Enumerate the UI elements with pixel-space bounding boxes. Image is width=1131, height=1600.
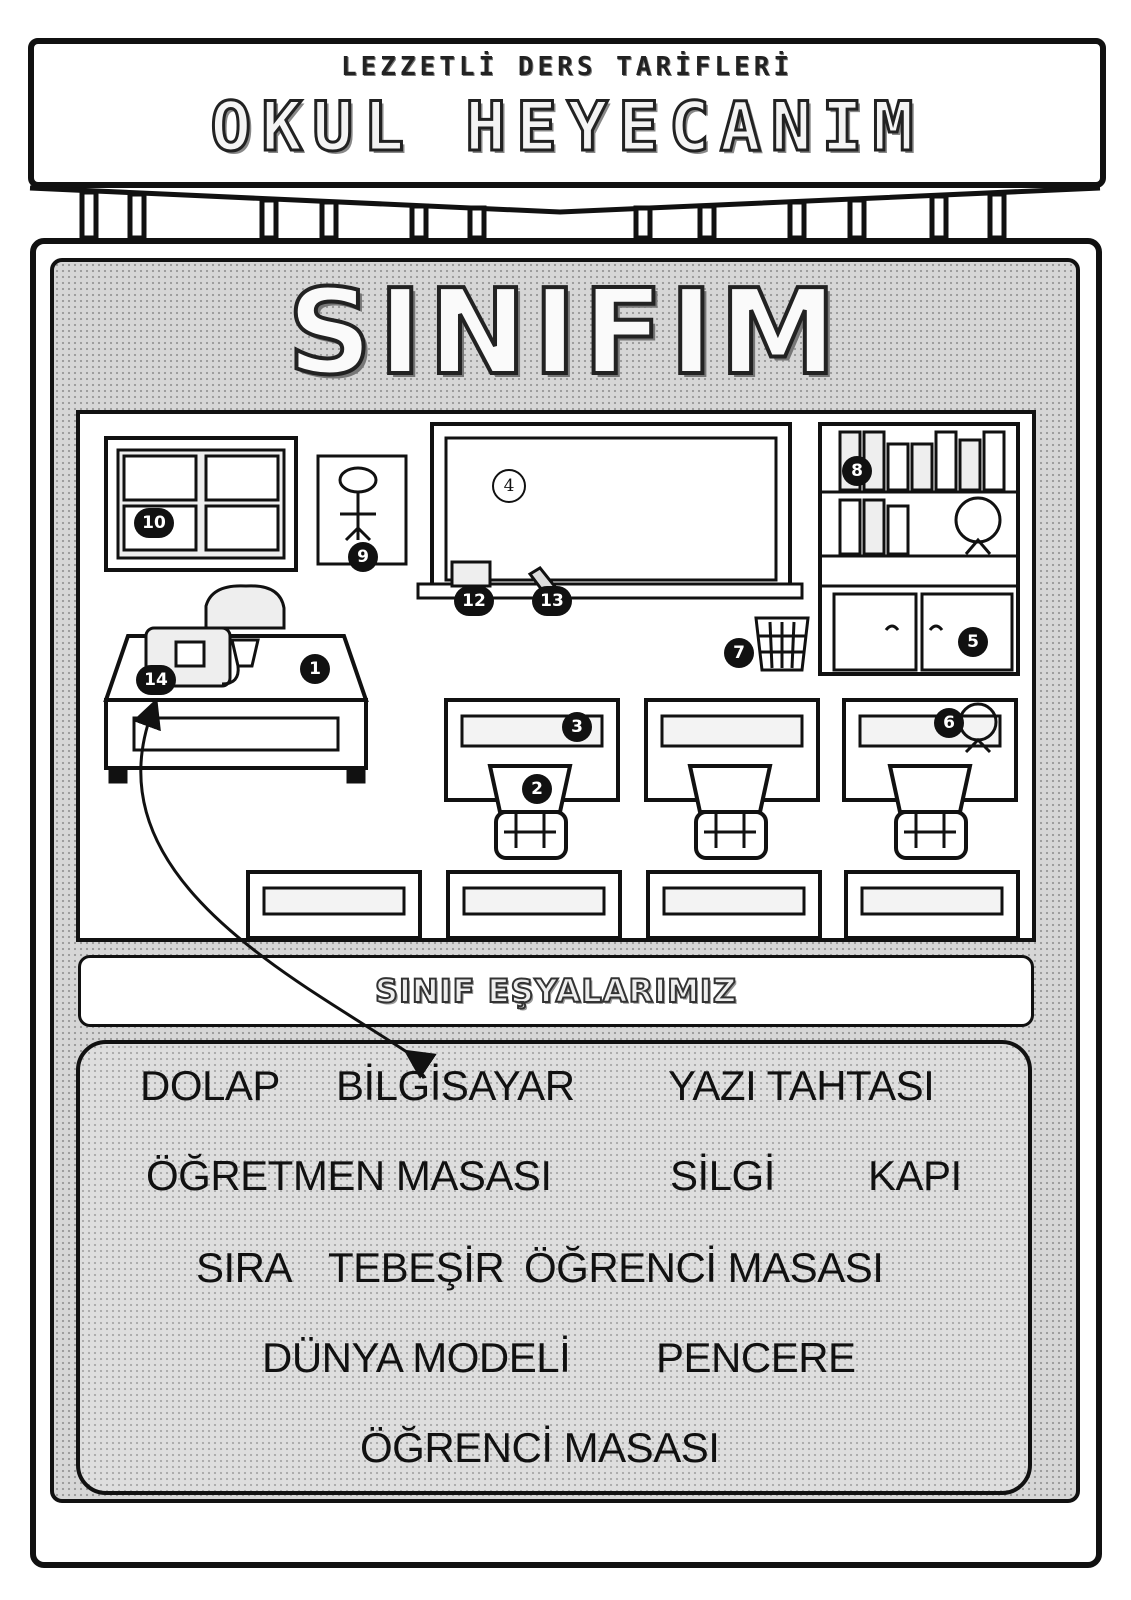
banner-hangers [29,185,1101,241]
word-bank [76,1040,1032,1495]
header-banner [28,38,1106,188]
word-pencere: PENCERE [656,1334,856,1381]
marker-6: 6 [934,708,964,738]
word-ogretmen-masasi: ÖĞRETMEN MASASI [146,1152,552,1199]
marker-12: 12 [454,586,494,616]
word-tebesir: TEBEŞİR [328,1244,505,1291]
marker-2: 2 [522,774,552,804]
banner-title: OKUL HEYECANIM [209,87,924,169]
marker-9: 9 [348,542,378,572]
marker-5: 5 [958,627,988,657]
marker-3: 3 [562,712,592,742]
word-yazi-tahtasi: YAZI TAHTASI [668,1062,935,1109]
marker-4: 4 [492,469,526,503]
marker-10: 10 [134,508,174,538]
worksheet-title: SINIFIM [285,261,843,403]
word-ogrenci-masasi: ÖĞRENCİ MASASI [524,1244,884,1291]
word-silgi: SİLGİ [670,1152,775,1199]
marker-1: 1 [300,654,330,684]
brand-name: LEZZETLİ DERS TARİFLERİ [340,52,794,82]
word-dunya-modeli: DÜNYA MODELİ [262,1334,571,1381]
marker-8: 8 [842,456,872,486]
marker-14: 14 [136,665,176,695]
word-kapi: KAPI [868,1152,962,1199]
matching-arrow [132,697,437,1079]
marker-7: 7 [724,638,754,668]
word-ogrenci-masasi-2: ÖĞRENCİ MASASI [360,1424,720,1471]
marker-13: 13 [532,586,572,616]
word-sira: SIRA [196,1244,293,1291]
